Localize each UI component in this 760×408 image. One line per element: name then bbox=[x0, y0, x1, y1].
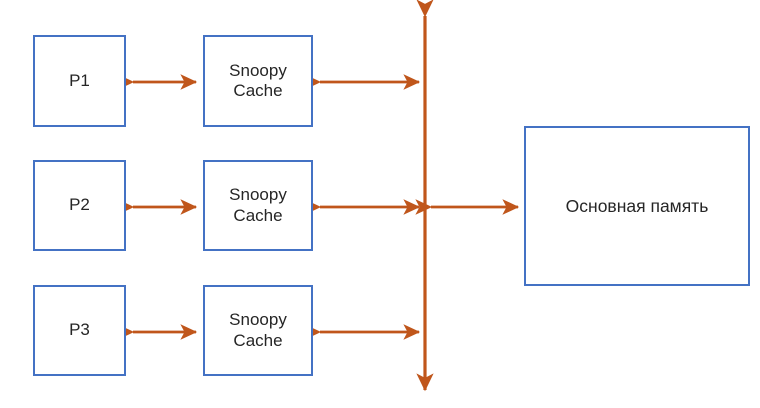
processor-box-p2: P2 bbox=[33, 160, 126, 251]
snoopy-cache-label-2: Snoopy Cache bbox=[229, 185, 287, 225]
snoopy-cache-label-3: Snoopy Cache bbox=[229, 310, 287, 350]
processor-label-p1: P1 bbox=[69, 70, 90, 90]
processor-box-p3: P3 bbox=[33, 285, 126, 376]
snoopy-cache-label-1: Snoopy Cache bbox=[229, 60, 287, 100]
snoopy-cache-box-2: Snoopy Cache bbox=[203, 160, 313, 251]
processor-label-p2: P2 bbox=[69, 195, 90, 215]
processor-box-p1: P1 bbox=[33, 35, 126, 127]
processor-label-p3: P3 bbox=[69, 320, 90, 340]
main-memory-label: Основная память bbox=[565, 195, 709, 216]
main-memory-box: Основная память bbox=[524, 126, 750, 286]
snoopy-cache-box-1: Snoopy Cache bbox=[203, 35, 313, 127]
snoopy-cache-box-3: Snoopy Cache bbox=[203, 285, 313, 376]
